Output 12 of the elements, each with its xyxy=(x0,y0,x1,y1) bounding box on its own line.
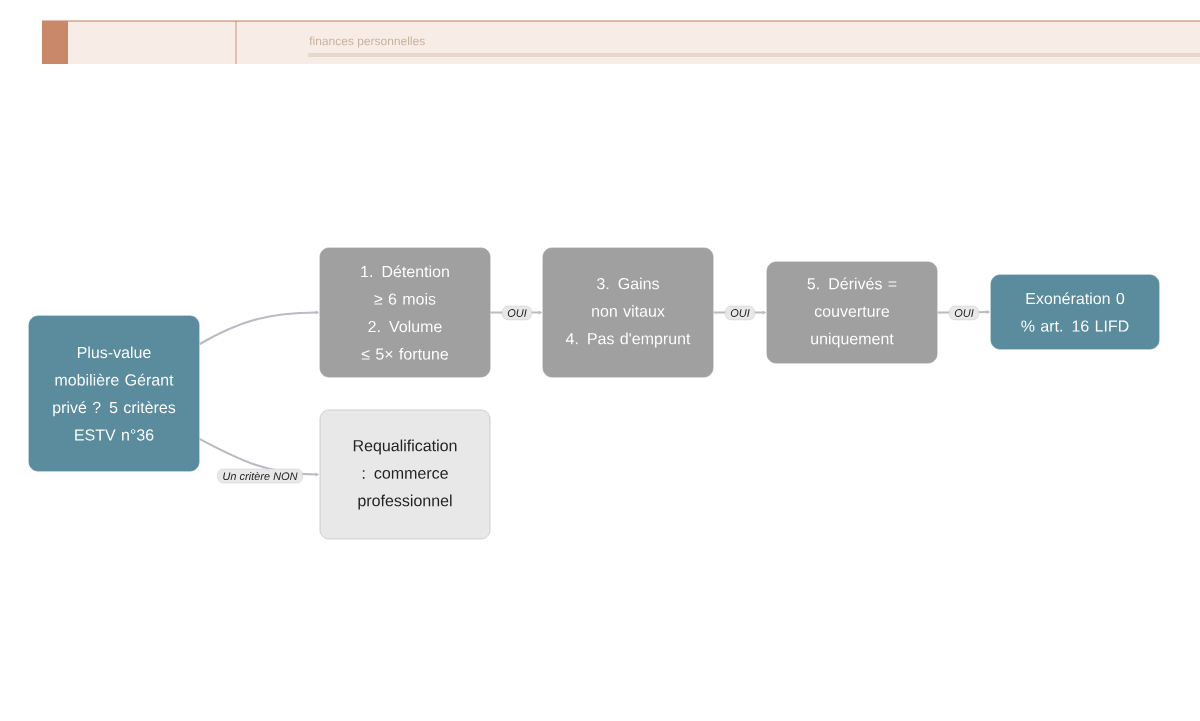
arrow xyxy=(198,310,320,346)
result-box: Requalification : commerce professionnel xyxy=(319,409,491,540)
start-box: Plus-value mobilière Gérant privé ? 5 critères ESTV n°36 xyxy=(28,315,200,472)
tagline: finances personnelles xyxy=(309,36,425,48)
edge-label: Un critère NON xyxy=(217,468,303,484)
criteria-box: 5. Dérivés = couverture uniquement xyxy=(766,261,938,364)
edge-label: OUI xyxy=(725,305,755,321)
edge-label: OUI xyxy=(502,305,532,321)
criteria-box: 1. Détention ≥ 6 mois 2. Volume ≤ 5× fortune xyxy=(319,247,491,378)
edge-label: OUI xyxy=(949,305,979,321)
criteria-box: 3. Gains non vitaux 4. Pas d'emprunt xyxy=(542,247,714,378)
result-box: Exonération 0 % art. 16 LIFD xyxy=(990,274,1160,350)
